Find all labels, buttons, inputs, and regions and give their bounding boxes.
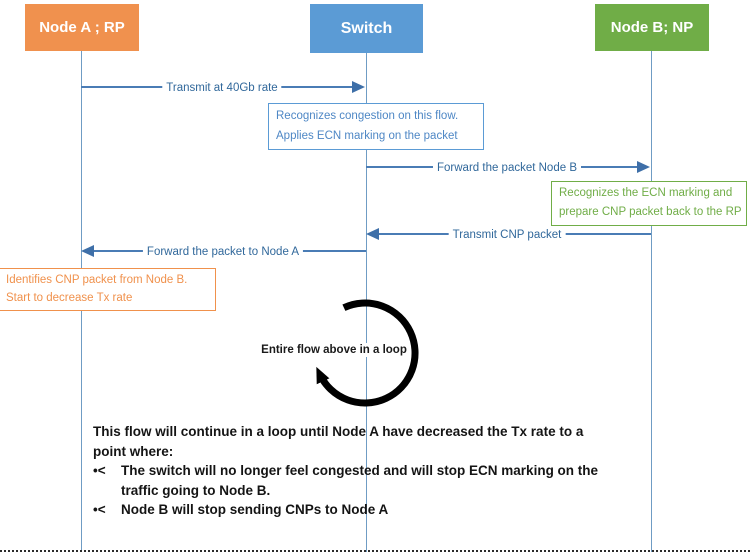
note-line: prepare CNP packet back to the RP [559, 206, 742, 218]
summary-bullet-2: •< Node B will stop sending CNPs to Node… [93, 500, 645, 520]
summary-line-2: point where: [93, 443, 174, 459]
arrowhead-left-icon [366, 228, 379, 240]
note-line: Recognizes the ECN marking and [559, 187, 733, 199]
note-line: Applies ECN marking on the packet [276, 130, 458, 142]
actor-node-b: Node B; NP [595, 4, 709, 51]
arrowhead-right-icon [637, 161, 650, 173]
bullet-text: Node B will stop sending CNPs to Node A [121, 502, 389, 517]
actor-node-a-label: Node A ; RP [39, 19, 125, 36]
bullet-marker-icon: •< [93, 463, 106, 478]
actor-node-a: Node A ; RP [25, 4, 139, 51]
summary-text: This flow will continue in a loop until … [93, 422, 645, 520]
note-line: Identifies CNP packet from Node B. [6, 274, 188, 286]
message-transmit-40gb-label: Transmit at 40Gb rate [162, 82, 282, 94]
message-forward-node-b-label: Forward the packet Node B [433, 162, 581, 174]
arrowhead-left-icon [81, 245, 94, 257]
page-break-dotted-line [0, 550, 750, 552]
note-node-a-cnp: Identifies CNP packet from Node B. Start… [0, 268, 216, 311]
actor-switch: Switch [310, 4, 423, 53]
arrowhead-right-icon [352, 81, 365, 93]
lifeline-node-b [651, 51, 652, 552]
summary-bullet-1: •< The switch will no longer feel conges… [93, 461, 645, 500]
note-line: Recognizes congestion on this flow. [276, 110, 459, 122]
loop-label: Entire flow above in a loop [258, 343, 410, 357]
note-switch-congestion: Recognizes congestion on this flow. Appl… [268, 103, 484, 150]
bullet-text: The switch will no longer feel congested… [121, 463, 599, 498]
bullet-marker-icon: •< [93, 502, 106, 517]
message-forward-node-a-label: Forward the packet to Node A [142, 246, 304, 258]
note-line: Start to decrease Tx rate [6, 292, 133, 304]
summary-line-1: This flow will continue in a loop until … [93, 424, 584, 439]
loop-arrow-icon [316, 299, 419, 407]
note-node-b-ecn: Recognizes the ECN marking and prepare C… [551, 181, 747, 226]
message-transmit-cnp-label: Transmit CNP packet [448, 229, 566, 241]
actor-switch-label: Switch [340, 19, 393, 37]
actor-node-b-label: Node B; NP [610, 19, 694, 36]
